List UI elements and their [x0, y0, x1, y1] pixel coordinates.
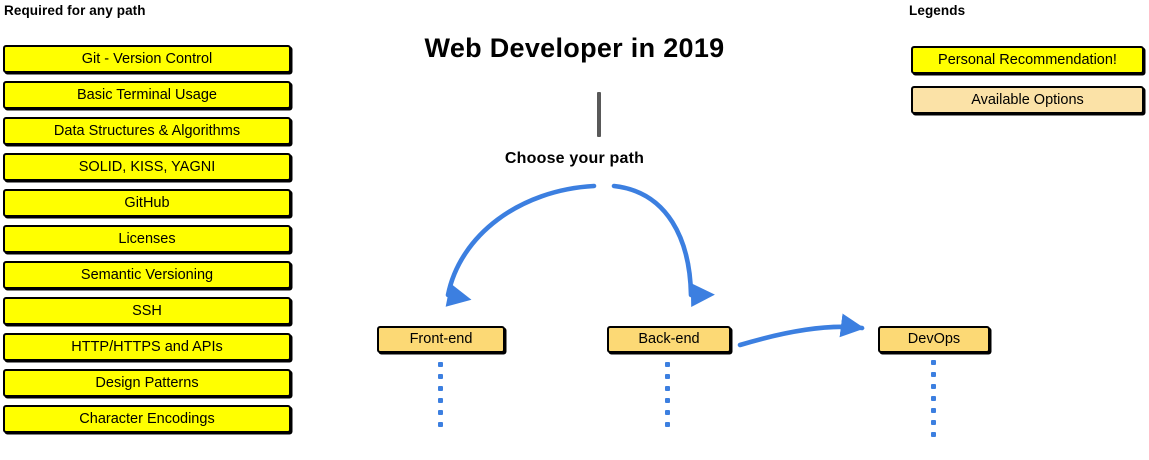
required-item-design-patterns[interactable]: Design Patterns — [3, 369, 291, 397]
legends-heading: Legends — [909, 3, 966, 18]
required-item-http-https-apis[interactable]: HTTP/HTTPS and APIs — [3, 333, 291, 361]
legend-available-options: Available Options — [911, 86, 1144, 114]
required-item-data-structures[interactable]: Data Structures & Algorithms — [3, 117, 291, 145]
path-node-devops[interactable]: DevOps — [878, 326, 990, 353]
dotted-line-icon-frontend — [438, 362, 443, 434]
dotted-line-icon-backend — [665, 362, 670, 434]
required-item-solid-kiss-yagni[interactable]: SOLID, KISS, YAGNI — [3, 153, 291, 181]
required-item-ssh[interactable]: SSH — [3, 297, 291, 325]
required-item-github[interactable]: GitHub — [3, 189, 291, 217]
required-item-character-encodings[interactable]: Character Encodings — [3, 405, 291, 433]
required-item-basic-terminal[interactable]: Basic Terminal Usage — [3, 81, 291, 109]
dotted-line-icon-devops — [931, 360, 936, 444]
required-item-semantic-versioning[interactable]: Semantic Versioning — [3, 261, 291, 289]
vertical-line-icon — [597, 92, 601, 137]
path-node-frontend[interactable]: Front-end — [377, 326, 505, 353]
page-title: Web Developer in 2019 — [424, 33, 725, 63]
path-node-backend[interactable]: Back-end — [607, 326, 731, 353]
legend-personal-recommendation: Personal Recommendation! — [911, 46, 1144, 74]
choose-path-label: Choose your path — [504, 150, 645, 167]
required-item-licenses[interactable]: Licenses — [3, 225, 291, 253]
curved-arrow-down-left-icon — [445, 183, 597, 307]
curved-arrow-down-right-icon — [611, 183, 715, 307]
curved-arrow-right-icon — [737, 313, 865, 348]
required-item-git[interactable]: Git - Version Control — [3, 45, 291, 73]
required-section-heading: Required for any path — [4, 3, 146, 18]
